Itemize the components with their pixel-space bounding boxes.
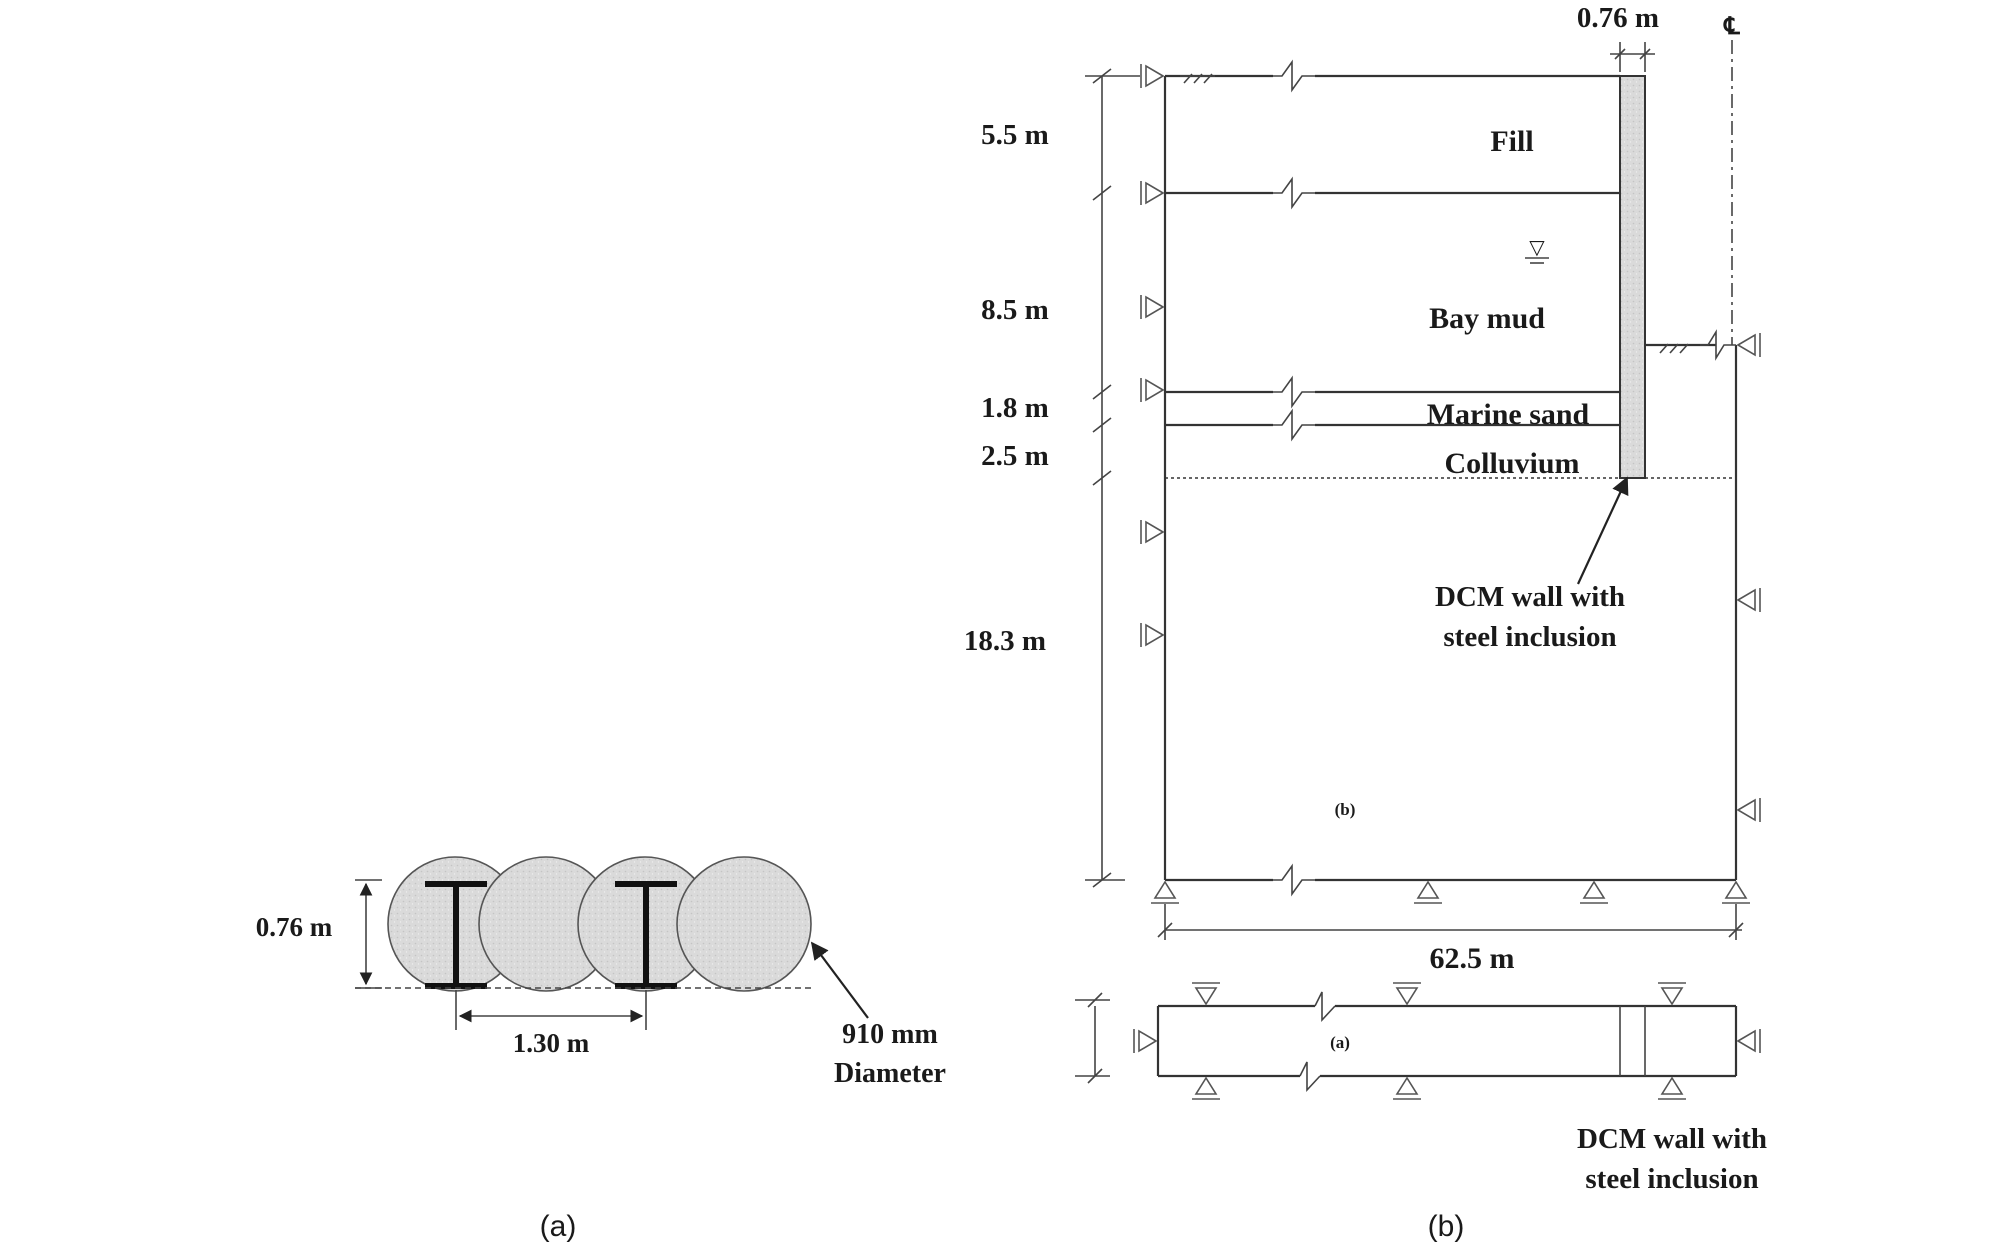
boundary-supports-bottom bbox=[1151, 880, 1750, 904]
panel-a: 0.76 m 1.30 m 910 mm Diameter (a) bbox=[256, 856, 946, 1242]
wall-width-label: 0.76 m bbox=[1577, 2, 1659, 34]
steel-h-beam bbox=[425, 881, 487, 989]
spacing-dimension bbox=[455, 990, 647, 1030]
wall-label: DCM wall with bbox=[1435, 581, 1625, 613]
centerline-symbol: ℄ bbox=[1723, 14, 1740, 40]
wall-callout-arrow bbox=[1577, 476, 1629, 585]
thickness-label-marine-sand: 1.8 m bbox=[981, 392, 1049, 424]
boundary-supports-right bbox=[1736, 333, 1761, 822]
thickness-label-bay-mud: 8.5 m bbox=[981, 294, 1049, 326]
thickness-label-foundation: 18.3 m bbox=[964, 625, 1046, 657]
spacing-label: 1.30 m bbox=[513, 1028, 590, 1058]
dcm-wall bbox=[1619, 75, 1646, 479]
dcm-column bbox=[676, 856, 812, 992]
plan-label: (a) bbox=[1330, 1033, 1350, 1052]
layer-label-colluvium: Colluvium bbox=[1444, 447, 1579, 480]
panel-b: 0.76 m ℄ bbox=[964, 2, 1767, 1242]
layer-label-fill: Fill bbox=[1490, 125, 1533, 158]
steel-h-beam bbox=[615, 881, 677, 989]
diameter-label-2: Diameter bbox=[834, 1058, 946, 1089]
plan-view bbox=[1075, 991, 1738, 1093]
section-label: (b) bbox=[1335, 800, 1356, 819]
break-symbols bbox=[1273, 59, 1736, 897]
wall-width-dimension bbox=[1610, 42, 1655, 72]
thickness-label-colluvium: 2.5 m bbox=[981, 440, 1049, 472]
plan-wall-label-2: steel inclusion bbox=[1585, 1163, 1758, 1195]
layer-label-bay-mud: Bay mud bbox=[1429, 302, 1545, 335]
caption-b: (b) bbox=[1428, 1210, 1465, 1242]
diameter-label: 910 mm bbox=[842, 1019, 938, 1050]
wall-label-2: steel inclusion bbox=[1443, 621, 1616, 653]
boundary-supports-left bbox=[1140, 64, 1165, 647]
svg-text:▽: ▽ bbox=[1529, 237, 1545, 259]
width-label: 62.5 m bbox=[1430, 942, 1515, 975]
layer-label-marine-sand: Marine sand bbox=[1427, 398, 1590, 431]
thickness-label-fill: 5.5 m bbox=[981, 119, 1049, 151]
width-dimension bbox=[1157, 904, 1744, 940]
plan-wall-label: DCM wall with bbox=[1577, 1123, 1767, 1155]
thickness-dimension bbox=[1085, 68, 1140, 888]
height-dimension bbox=[355, 879, 382, 989]
caption-a: (a) bbox=[540, 1210, 577, 1242]
diameter-arrow bbox=[810, 941, 869, 1019]
height-label: 0.76 m bbox=[256, 912, 333, 942]
dcm-columns bbox=[387, 856, 812, 992]
water-table: ▽ bbox=[1525, 237, 1549, 264]
plan-supports bbox=[1133, 982, 1761, 1100]
ground-surface-hatch bbox=[1180, 73, 1689, 354]
